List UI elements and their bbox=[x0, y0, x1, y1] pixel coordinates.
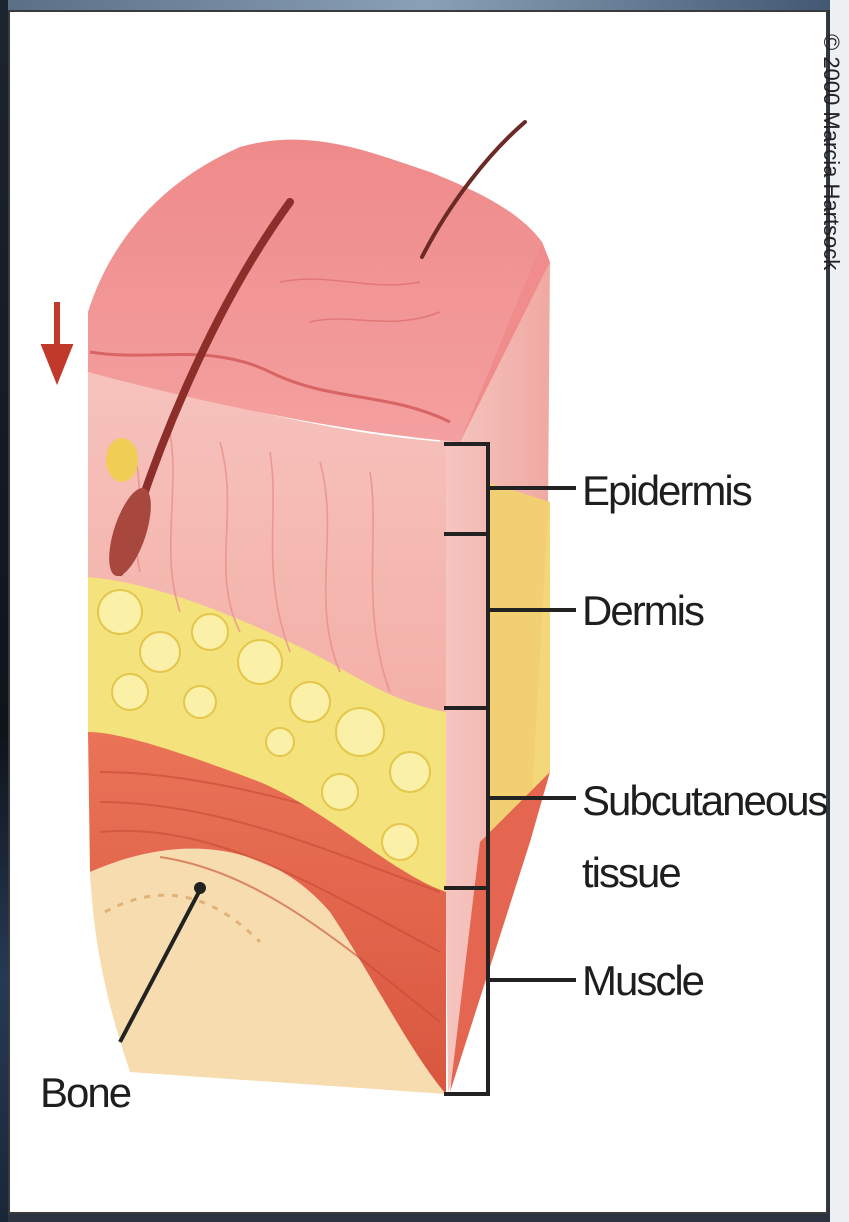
label-muscle: Muscle bbox=[582, 960, 703, 1002]
label-bone: Bone bbox=[40, 1072, 130, 1114]
label-epidermis: Epidermis bbox=[582, 470, 751, 512]
label-subcutaneous-line2: tissue bbox=[582, 852, 680, 894]
red-arrow-icon bbox=[45, 302, 69, 377]
window-left-strip bbox=[0, 0, 8, 1222]
label-subcutaneous-line1: Subcutaneous bbox=[582, 780, 827, 822]
skin-diagram-panel: Epidermis Dermis Subcutaneous tissue Mus… bbox=[8, 10, 828, 1214]
label-dermis: Dermis bbox=[582, 590, 703, 632]
window-top-strip bbox=[0, 0, 849, 10]
skin-cross-section-illustration bbox=[10, 12, 826, 1212]
copyright-notice: © 2000 Marcia Hartsock bbox=[818, 34, 844, 270]
